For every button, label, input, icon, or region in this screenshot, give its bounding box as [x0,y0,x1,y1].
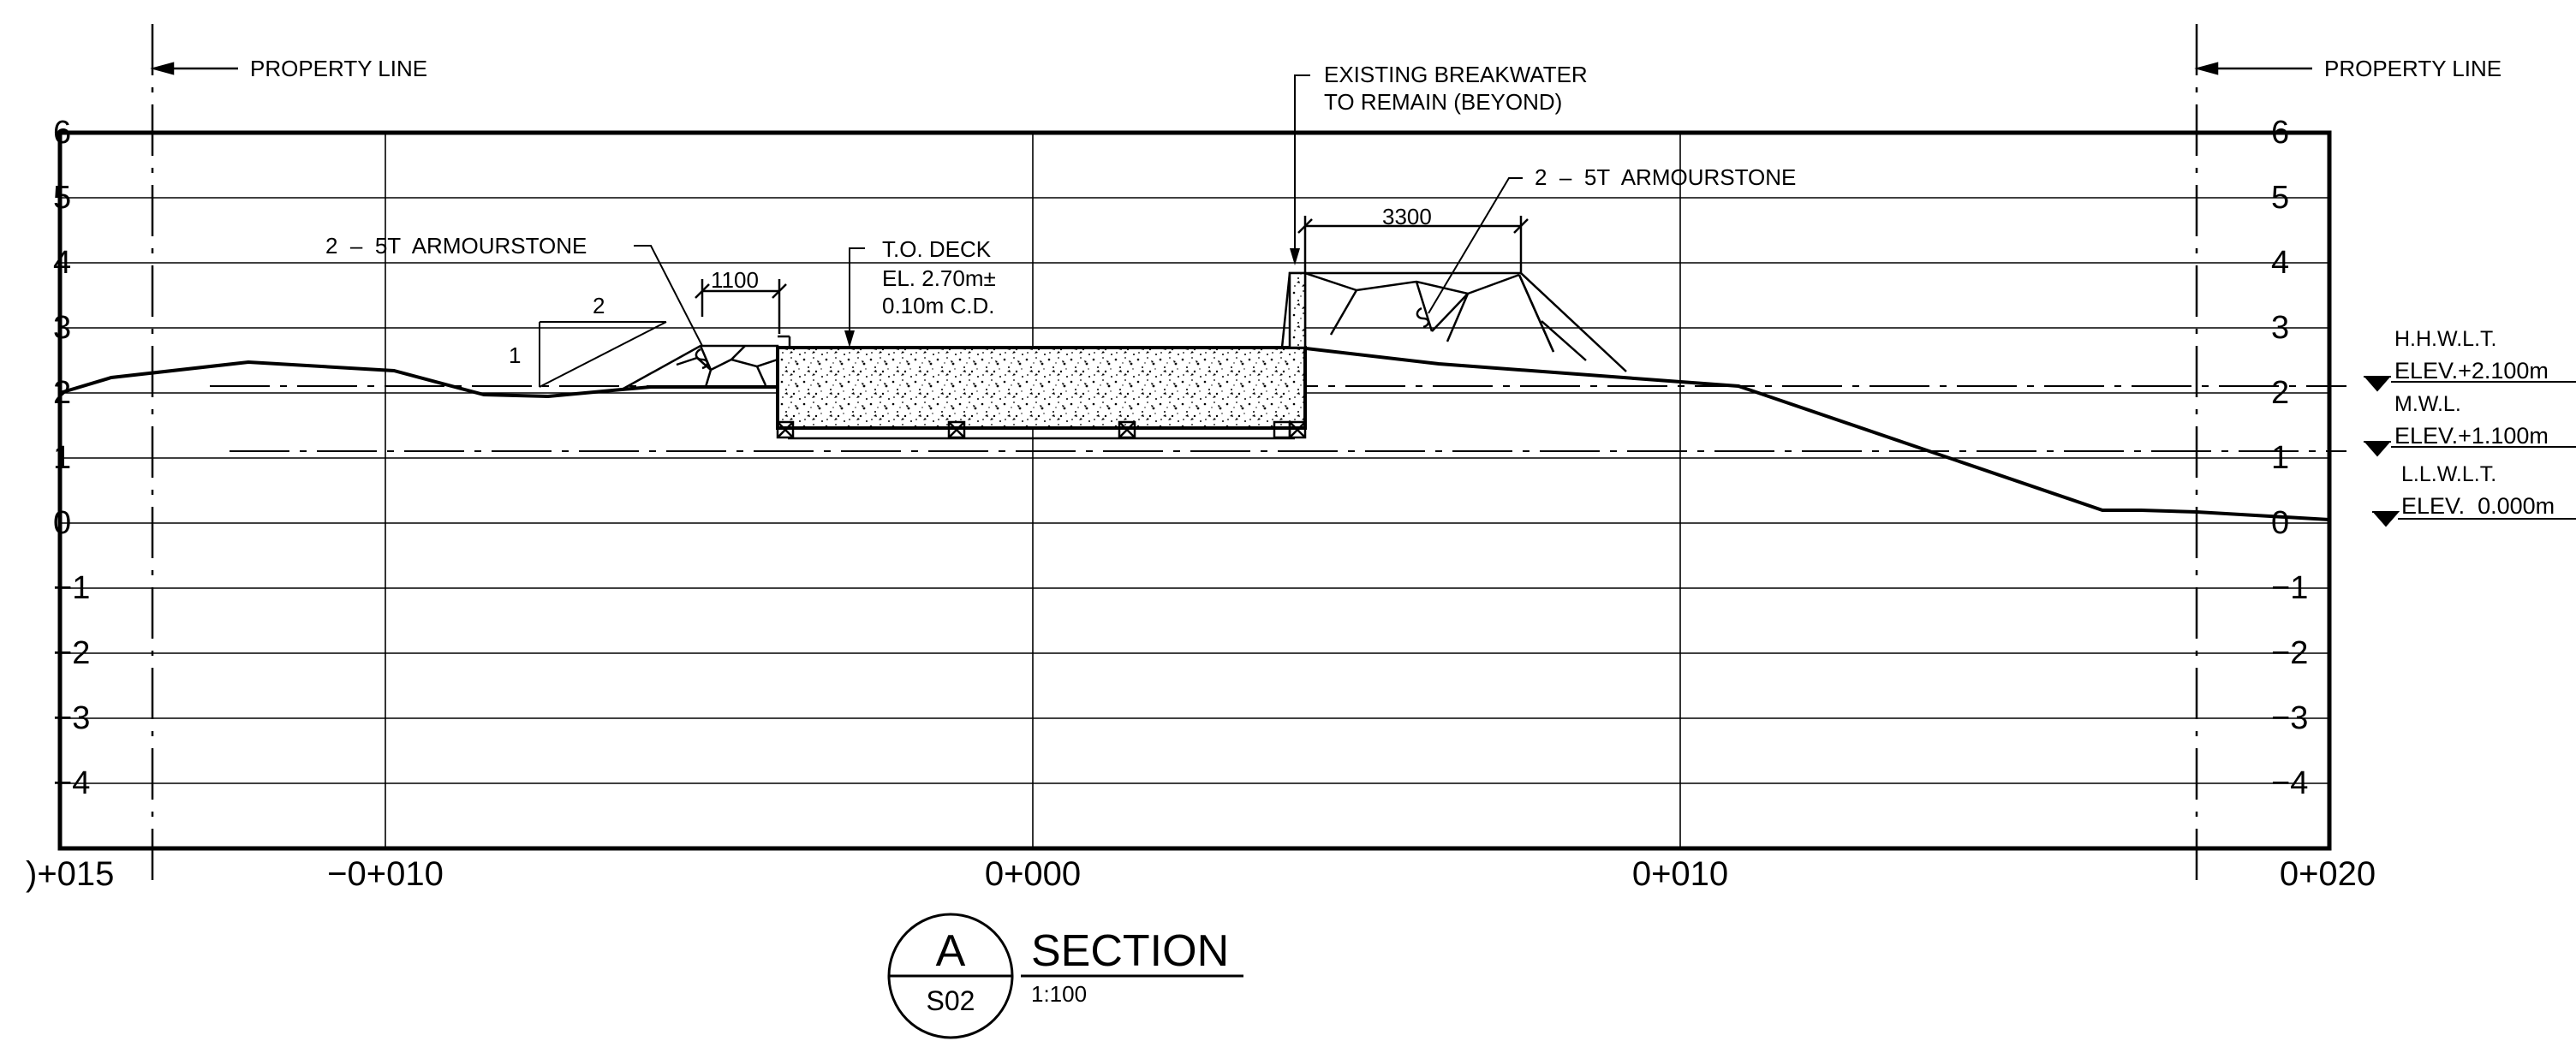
slope-run-label: 2 [593,293,605,318]
left-armourstone-revetment [621,335,791,391]
deck-label-1: T.O. DECK [882,236,992,262]
elev-label-3: 3 [53,310,71,346]
chainage-label-10: 0+010 [1632,855,1728,893]
elevation-labels-left: 6 5 4 3 2 1 0 −1 −2 −3 −4 [53,115,90,801]
chainage-labels: )+015 −0+010 0+000 0+010 0+020 [26,855,2376,893]
elev-label-m1: −1 [53,570,90,606]
elev-label-4: 4 [53,245,71,281]
existing-breakwater-label-1: EXISTING BREAKWATER [1324,62,1588,87]
water-level-mwl-elev: ELEV.+1.100m [2394,423,2549,449]
section-title: SECTION [1031,926,1229,976]
section-title-block: A S02 SECTION 1:100 [887,913,1243,1039]
slope-rise-label: 1 [509,342,521,368]
dimension-1100-label: 1100 [711,267,759,293]
annotation-leaders [634,74,1523,347]
elev-label-right-m1: −1 [2271,570,2308,606]
elev-label-5: 5 [53,180,71,216]
existing-breakwater [1280,271,1627,372]
dimension-3300 [1297,216,1529,274]
elev-label-right-1: 1 [2271,440,2289,476]
property-line-left-label: PROPERTY LINE [250,56,427,81]
elev-label-0: 0 [53,505,71,541]
elev-label-right-6: 6 [2271,115,2289,151]
elev-label-right-0: 0 [2271,505,2289,541]
chainage-gridlines [385,133,1681,848]
dimension-1100 [695,279,787,334]
chainage-label-20: 0+020 [2280,855,2376,893]
ground-profile [59,346,2330,521]
water-level-mwl [2363,441,2576,457]
drawing-frame [57,130,2332,851]
property-line-right-label: PROPERTY LINE [2324,56,2501,81]
water-level-llwlt-elev: ELEV. 0.000m [2401,493,2555,519]
concrete-deck [776,346,1307,430]
water-level-hhwlt-elev: ELEV.+2.100m [2394,358,2549,384]
elev-label-right-3: 3 [2271,310,2289,346]
deck-supports [776,420,1307,440]
elevation-labels-right: 6 5 4 3 2 1 0 −1 −2 −3 −4 [2271,115,2308,801]
water-level-callouts: H.H.W.L.T. ELEV.+2.100m M.W.L. ELEV.+1.1… [2363,327,2576,527]
elev-label-right-m3: −3 [2271,700,2308,736]
existing-breakwater-label-2: TO REMAIN (BEYOND) [1324,89,1562,115]
leader-arrowheads [844,248,1300,348]
water-level-llwlt [2371,511,2576,527]
elevation-gridlines [60,132,2329,784]
elev-label-6: 6 [53,115,71,151]
dimension-3300-label: 3300 [1382,204,1432,229]
water-level-llwlt-name: L.L.W.L.T. [2401,462,2496,486]
elev-label-m3: −3 [53,700,90,736]
armourstone-left-label: 2 – 5T ARMOURSTONE [325,233,587,259]
elev-label-2: 2 [53,375,71,411]
chainage-label-0: 0+000 [985,855,1081,893]
elev-label-right-m4: −4 [2271,765,2308,801]
elev-label-right-5: 5 [2271,180,2289,216]
elev-label-1: 1 [53,440,71,476]
chainage-label-minus15: )+015 [26,855,114,893]
breakwater-cap [1288,271,1307,349]
right-armourstone-symbol [1416,306,1430,329]
elev-label-right-2: 2 [2271,375,2289,411]
chainage-label-minus10: −0+010 [327,855,444,893]
property-line-markers [150,24,2312,882]
elev-label-m2: −2 [53,635,90,671]
armourstone-right-label: 2 – 5T ARMOURSTONE [1535,164,1796,190]
elev-label-right-4: 4 [2271,245,2289,281]
deck-label-3: 0.10m C.D. [882,293,995,318]
water-level-hhwlt-name: H.H.W.L.T. [2394,327,2496,351]
deck-label-2: EL. 2.70m± [882,265,996,291]
elev-label-right-m2: −2 [2271,635,2308,671]
section-scale: 1:100 [1031,981,1087,1007]
section-sheet: S02 [927,985,975,1016]
water-level-hhwlt [2363,376,2576,392]
left-armourstone-symbol [695,348,709,370]
section-letter: A [936,926,966,976]
elev-label-m4: −4 [53,765,90,801]
slope-indicator [539,321,667,388]
water-level-mwl-name: M.W.L. [2394,392,2461,416]
